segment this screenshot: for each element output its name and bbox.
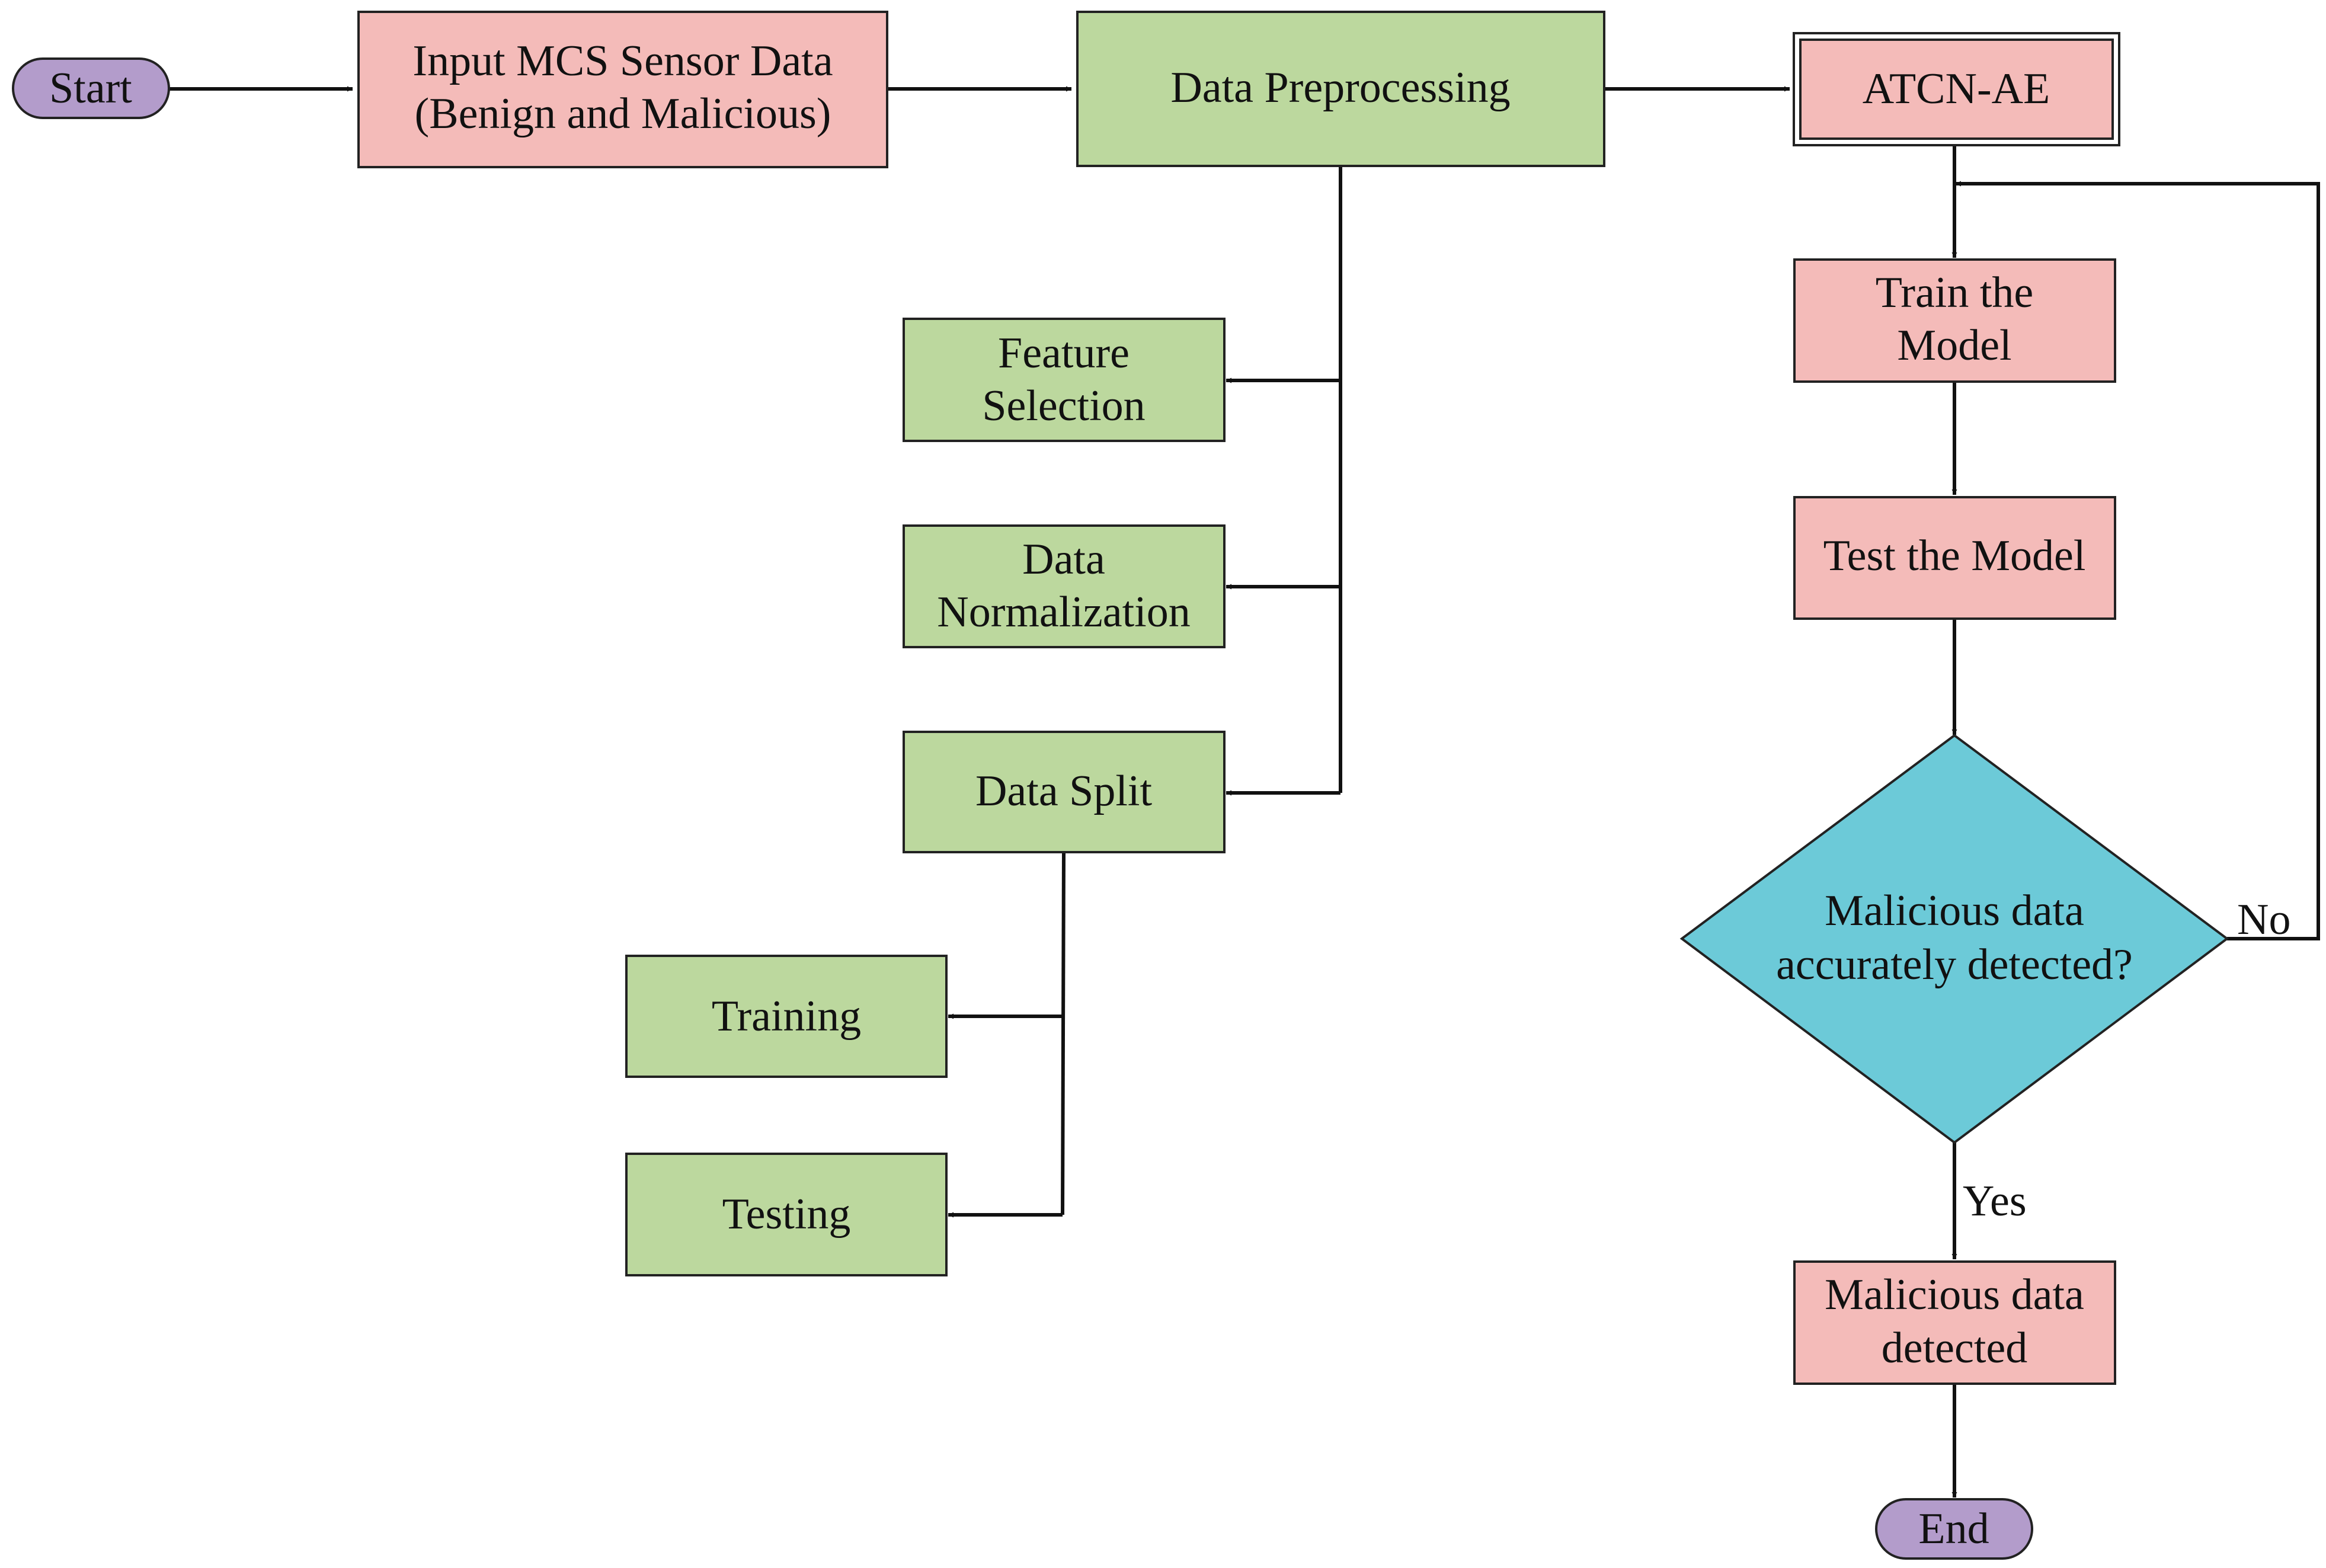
node-atcn-ae-label: ATCN-AE [1863, 65, 2050, 113]
process-box [1076, 11, 1605, 167]
node-atcn-ae: ATCN-AE [1793, 32, 2120, 146]
node-malicious-detected-label: Malicious data [1825, 1271, 2084, 1319]
node-training-label: Training [712, 992, 861, 1041]
node-input-data-label: (Benign and Malicious) [415, 89, 831, 138]
edge-label-yes: Yes [1963, 1177, 2027, 1225]
process-box [357, 11, 888, 168]
node-feature-selection-label: Selection [982, 382, 1145, 430]
node-start: Start [12, 57, 170, 119]
node-data-preprocessing: Data Preprocessing [1076, 11, 1605, 167]
process-box [1793, 1260, 2116, 1385]
node-data-preprocessing-label: Data Preprocessing [1170, 63, 1510, 112]
node-data-normalization-label: Data [1022, 535, 1105, 584]
edge-split-trunk [1061, 852, 1066, 1215]
terminal-shape [1875, 1498, 2033, 1560]
process-box [1793, 258, 2116, 383]
node-start-label: Start [49, 64, 132, 113]
decision-diamond [1679, 734, 2229, 1144]
node-train-model-label: Train the [1876, 268, 2034, 317]
node-train-model: Train the Model [1793, 258, 2116, 383]
process-box [625, 955, 948, 1078]
node-test-model-label: Test the Model [1823, 532, 2086, 580]
edge-decision-no-loop [1956, 181, 2320, 940]
node-feature-selection-label: Feature [998, 329, 1130, 377]
node-test-model: Test the Model [1793, 496, 2116, 620]
edge-label-no: No [2237, 895, 2290, 944]
node-train-model-label: Model [1897, 321, 2011, 370]
node-input-data-label: Input MCS Sensor Data [412, 37, 833, 85]
node-data-split: Data Split [903, 731, 1226, 853]
edges: No Yes [169, 86, 2320, 1497]
process-box [903, 318, 1226, 442]
predefined-process-inner [1799, 39, 2114, 140]
process-box [1793, 496, 2116, 620]
node-end-label: End [1918, 1505, 1989, 1553]
node-malicious-detected: Malicious data detected [1793, 1260, 2116, 1385]
node-feature-selection: Feature Selection [903, 318, 1226, 442]
node-data-normalization-label: Normalization [937, 588, 1190, 636]
nodes: Start Input MCS Sensor Data (Benign and … [12, 11, 2229, 1560]
node-malicious-detected-label: detected [1882, 1324, 2028, 1372]
node-input-data: Input MCS Sensor Data (Benign and Malici… [357, 11, 888, 168]
node-decision: Malicious data accurately detected? [1679, 734, 2229, 1144]
process-box [625, 1153, 948, 1276]
node-decision-label: accurately detected? [1776, 940, 2133, 989]
node-data-split-label: Data Split [975, 767, 1152, 815]
terminal-shape [12, 57, 170, 119]
node-testing: Testing [625, 1153, 948, 1276]
node-end: End [1875, 1498, 2033, 1560]
process-box [903, 524, 1226, 648]
node-decision-label: Malicious data [1825, 887, 2084, 935]
node-training: Training [625, 955, 948, 1078]
node-data-normalization: Data Normalization [903, 524, 1226, 648]
node-testing-label: Testing [722, 1190, 851, 1239]
process-box [903, 731, 1226, 853]
